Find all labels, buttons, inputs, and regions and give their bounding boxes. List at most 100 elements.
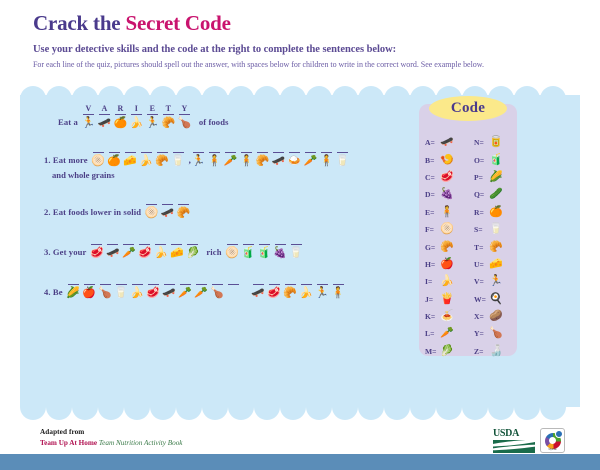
answer-slot[interactable]: 🏃 [192, 142, 205, 168]
answer-slot[interactable]: 🥕 [122, 234, 136, 260]
answer-slot[interactable]: 🛹 [162, 274, 176, 300]
answer-slot[interactable]: 🛹 [106, 234, 120, 260]
answer-slot[interactable]: E🏃 [146, 104, 160, 130]
answer-slot[interactable]: 🍌 [130, 274, 144, 300]
answer-slot[interactable]: 🥕 [194, 274, 208, 300]
example-slots[interactable]: V🏃A🛹R🍊I🍌E🏃T🥐Y🍗 [82, 104, 194, 130]
answer-slot[interactable]: 🍎 [82, 274, 96, 300]
answer-slot[interactable]: 🫓 [225, 234, 239, 260]
answer-slot[interactable]: 🫓 [91, 142, 105, 168]
answer-slot-rule [91, 244, 103, 245]
answer-slot-rule [258, 244, 270, 245]
answer-slot[interactable]: 🥩 [146, 274, 160, 300]
answer-group[interactable]: 🛹🥩🥐🍌🏃🧍 [251, 274, 348, 300]
answer-slot[interactable]: 🥐 [155, 142, 169, 168]
answer-group[interactable]: 🫓🧃🧃🍇🥛 [225, 234, 306, 260]
answer-slot-picture-icon: 🍇 [273, 246, 287, 259]
answer-slot[interactable]: 🧍 [320, 142, 333, 168]
answer-slot[interactable]: 🍛 [288, 142, 301, 168]
answer-slot[interactable]: 🧍 [331, 274, 345, 300]
code-legend-letter: E= [425, 207, 435, 217]
answer-slot[interactable]: 🧃 [257, 234, 271, 260]
answer-slot[interactable]: 🥩 [267, 274, 281, 300]
answer-slot[interactable] [227, 274, 240, 300]
answer-slot[interactable]: 🛹 [161, 194, 174, 220]
answer-slot[interactable]: 🥬 [186, 234, 200, 260]
code-legend-letter: Z= [474, 346, 484, 356]
code-legend-picture-icon: 🥕 [440, 327, 454, 340]
answer-slot[interactable]: 🥐 [177, 194, 190, 220]
usda-logo-icon: USDA [493, 428, 535, 453]
answer-slot[interactable]: 🧃 [241, 234, 255, 260]
answer-slot[interactable]: 🍌 [139, 142, 153, 168]
answer-slot-rule [83, 284, 95, 285]
answer-slot[interactable]: 🫓 [145, 194, 158, 220]
code-legend-picture-icon: 🍎 [440, 257, 454, 270]
answer-slot[interactable]: 🥕 [224, 142, 237, 168]
answer-slot[interactable]: 🍗 [98, 274, 112, 300]
answer-slot[interactable]: A🛹 [98, 104, 112, 130]
answer-slot[interactable]: 🧍 [208, 142, 221, 168]
page-header: Crack the Secret Code Use your detective… [0, 0, 600, 69]
answer-slot[interactable]: 🥩 [138, 234, 152, 260]
answer-slot[interactable]: 🧍 [240, 142, 253, 168]
answer-group[interactable]: 🥩🛹🥕🥩🍌🧀🥬 [90, 234, 202, 260]
footer-credit: Adapted from Team Up At Home Team Nutrit… [40, 428, 183, 447]
code-legend-picture-icon: 🥛 [489, 223, 503, 236]
code-legend-row: D=🍇 [419, 186, 468, 203]
answer-slot[interactable]: Y🍗 [178, 104, 192, 130]
quiz-line-suffix: rich [206, 247, 222, 257]
answer-slot-rule [115, 284, 127, 285]
answer-slot-picture-icon: 🌽 [66, 286, 80, 299]
answer-slot[interactable]: 🥛 [289, 234, 303, 260]
answer-slot[interactable]: 🥩 [90, 234, 104, 260]
quiz-line-row: 1. Eat more🫓🍊🧀🍌🥐🥛,🏃🧍🥕🧍🥐🛹🍛🥕🧍🥛 [44, 142, 404, 168]
answer-slot-rule [99, 284, 111, 285]
code-legend-picture-icon: 🍟 [440, 292, 454, 305]
myplate-label: MyPlate [548, 448, 557, 451]
answer-group[interactable]: 🌽🍎🍗🥛🍌🥩🛹🥕🥕🍗 [66, 274, 243, 300]
answer-slot[interactable]: 🍊 [107, 142, 121, 168]
answer-group[interactable]: 🫓🛹🥐 [145, 194, 193, 220]
answer-group[interactable]: 🏃🧍🥕🧍🥐🛹🍛🥕🧍🥛 [192, 142, 352, 168]
answer-slot[interactable]: 🌽 [66, 274, 80, 300]
answer-slot[interactable]: 🛹 [272, 142, 285, 168]
answer-slot[interactable]: I🍌 [130, 104, 144, 130]
answer-slot-rule [242, 244, 254, 245]
answer-slot-rule [272, 152, 284, 153]
answer-slot[interactable]: 🍌 [299, 274, 313, 300]
answer-slot[interactable]: 🥛 [336, 142, 349, 168]
answer-slot-letter: T [165, 104, 172, 113]
answer-slot[interactable]: V🏃 [82, 104, 96, 130]
code-legend-row: B=🍤 [419, 151, 468, 168]
answer-slot-letter: V [85, 104, 92, 113]
answer-slot[interactable]: 🛹 [251, 274, 265, 300]
answer-slot[interactable]: 🏃 [315, 274, 329, 300]
answer-slot[interactable]: 🧀 [123, 142, 137, 168]
answer-slot[interactable]: 🥕 [178, 274, 192, 300]
answer-slot-rule [274, 244, 286, 245]
answer-slot-picture-icon: 🥐 [255, 154, 270, 167]
answer-slot-picture-icon: 🥕 [223, 154, 238, 167]
answer-slot[interactable]: 🍌 [154, 234, 168, 260]
answer-slot[interactable]: T🥐 [162, 104, 176, 130]
answer-slot[interactable]: 🥐 [256, 142, 269, 168]
answer-slot[interactable]: 🥛 [171, 142, 185, 168]
code-legend-column-right: N=🥫O=🧃P=🌽Q=🥒R=🍊S=🥛T=🥐U=🧀V=🏃W=🍳X=🥔Y=🍗Z=🍶 [468, 134, 517, 360]
answer-slot[interactable]: 🥐 [283, 274, 297, 300]
answer-slot[interactable]: 🍗 [210, 274, 224, 300]
answer-slot-picture-icon: 🏃 [315, 286, 329, 299]
code-legend-letter: A= [425, 138, 435, 148]
code-legend-picture-icon: 🥩 [440, 170, 454, 183]
answer-slot[interactable]: 🍇 [273, 234, 287, 260]
code-legend-picture-icon: 🍇 [440, 188, 454, 201]
answer-slot[interactable]: 🥕 [304, 142, 317, 168]
code-legend-row: C=🥩 [419, 169, 468, 186]
answer-slot-picture-icon: 🍎 [82, 286, 96, 299]
answer-slot-rule [192, 152, 204, 153]
code-legend-letter: Y= [474, 329, 484, 339]
answer-slot[interactable]: 🥛 [114, 274, 128, 300]
answer-group[interactable]: 🫓🍊🧀🍌🥐🥛 [91, 142, 188, 168]
answer-slot[interactable]: R🍊 [114, 104, 128, 130]
answer-slot[interactable]: 🧀 [170, 234, 184, 260]
